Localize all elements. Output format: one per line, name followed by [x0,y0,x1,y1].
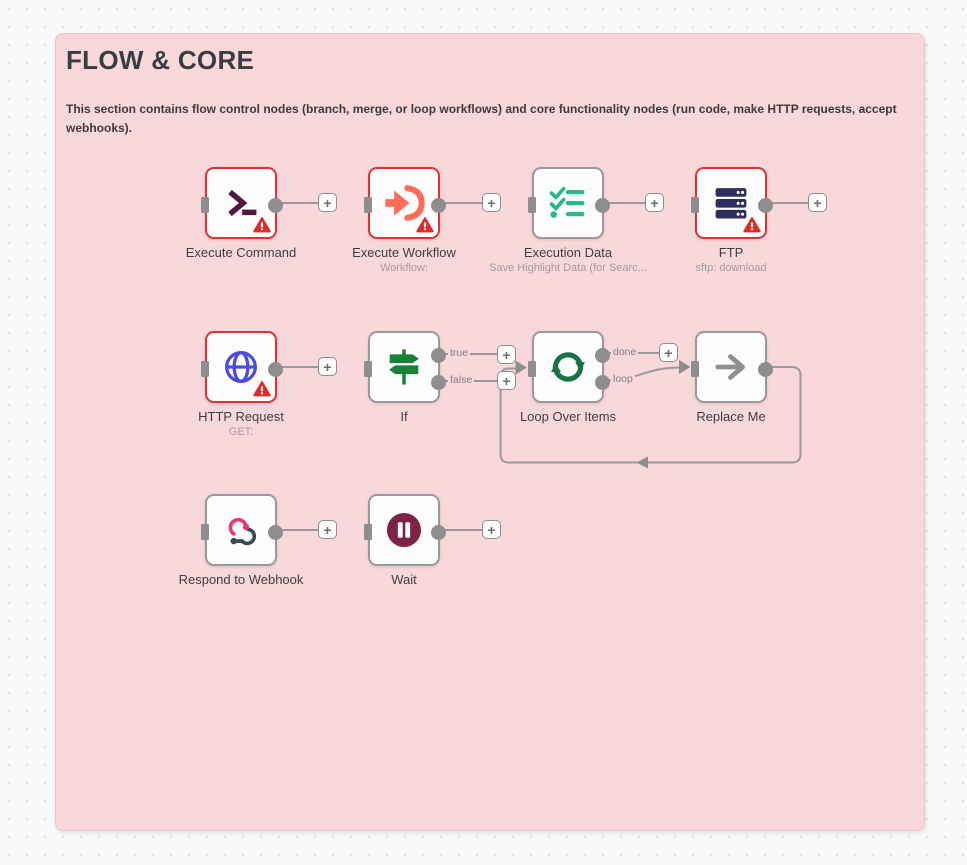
workflow-arrow-icon [385,185,425,221]
server-stack-icon [715,188,747,219]
node-loop-over-items[interactable] [528,331,610,403]
node-execute-workflow[interactable] [364,167,446,239]
add-node-button[interactable]: + [318,193,337,212]
output-handle[interactable] [431,524,446,540]
node-subtitle: Save Highlight Data (for Searc... [489,262,647,274]
add-node-button[interactable]: + [482,193,501,212]
node-subtitle: GET: [228,426,254,438]
input-handle[interactable] [201,197,209,213]
add-node-button[interactable]: + [808,193,827,212]
terminal-icon [228,189,257,217]
output-handle[interactable] [758,361,773,377]
warning-triangle-icon [253,381,271,397]
output-handle-false[interactable] [431,375,446,390]
node-label: Wait [391,572,417,587]
warning-triangle-icon [743,217,761,233]
add-node-button[interactable]: + [482,520,501,539]
output-handle-loop[interactable] [595,375,610,390]
pause-icon [386,512,422,548]
wire-label-done: done [611,346,639,359]
input-handle[interactable] [691,197,699,213]
node-http-request[interactable] [201,331,283,403]
node-label: Execution Data [523,245,613,260]
signpost-icon [389,349,419,385]
warning-triangle-icon [253,217,271,233]
input-handle[interactable] [364,524,372,540]
node-label: Execute Workflow [352,245,456,260]
output-handle[interactable] [268,197,283,213]
output-handle[interactable] [268,524,283,540]
webhook-icon [228,517,257,546]
input-handle[interactable] [201,361,209,377]
node-label: FTP [718,245,744,260]
node-label: Replace Me [696,409,766,424]
wire-label-loop: loop [611,373,635,386]
add-node-button[interactable]: + [659,343,678,362]
node-execution-data[interactable] [528,167,610,239]
input-handle[interactable] [201,524,209,540]
node-subtitle: Workflow: [379,262,429,274]
node-replace-me[interactable] [691,331,773,403]
add-node-button[interactable]: + [318,357,337,376]
node-wait[interactable] [364,494,446,566]
node-ftp[interactable] [691,167,773,239]
node-label: Loop Over Items [519,409,617,424]
checklist-icon [549,186,585,218]
globe-icon [225,351,257,383]
input-handle[interactable] [528,361,536,377]
input-handle[interactable] [528,197,536,213]
output-handle-true[interactable] [431,347,446,363]
output-handle[interactable] [268,361,283,377]
add-node-button[interactable]: + [497,345,516,364]
add-node-button[interactable]: + [497,371,516,390]
panel-title: FLOW & CORE [66,45,255,75]
wire-label-true: true [448,347,471,360]
output-handle[interactable] [595,197,610,213]
output-handle[interactable] [758,197,773,213]
loop-icon [550,352,586,382]
output-handle[interactable] [431,197,446,213]
wire-label-false: false [448,374,475,387]
node-label: Execute Command [185,245,297,260]
input-handle[interactable] [364,197,372,213]
panel-description: This section contains flow control nodes… [66,102,897,136]
node-label: HTTP Request [198,409,284,424]
node-label: If [400,409,408,424]
node-label: Respond to Webhook [178,572,304,587]
arrow-right-icon [715,354,745,380]
node-if[interactable] [364,331,446,403]
output-handle-done[interactable] [595,347,610,363]
warning-triangle-icon [416,217,434,233]
add-node-button[interactable]: + [318,520,337,539]
input-handle[interactable] [364,361,372,377]
node-execute-command[interactable] [201,167,283,239]
node-respond-to-webhook[interactable] [201,494,283,566]
node-subtitle: sftp: download [695,262,767,274]
add-node-button[interactable]: + [645,193,664,212]
input-handle[interactable] [691,361,699,377]
